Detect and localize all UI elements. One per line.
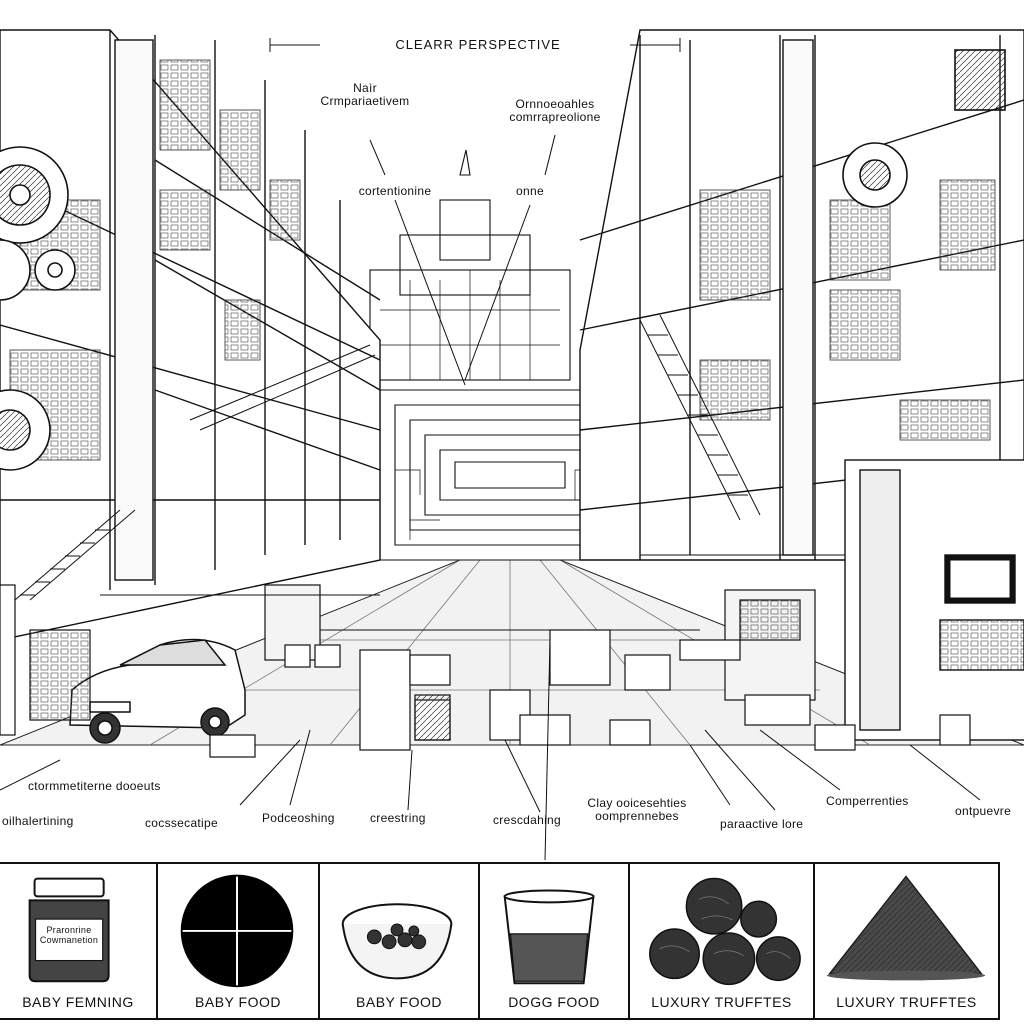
bottom-label-4: Podceoshing — [262, 811, 335, 825]
panel-baby-feeding: Praronrine Cowmanetion BABY FEMNING — [0, 864, 158, 1018]
gear-machinery — [0, 146, 76, 471]
top-label-4: onne — [516, 184, 544, 198]
panel-caption: BABY FEMNING — [22, 994, 134, 1010]
panel-caption: LUXURY TRUFFTES — [836, 994, 977, 1010]
panel-caption: BABY FOOD — [356, 994, 442, 1010]
panel-baby-food-2: BABY FOOD — [320, 864, 480, 1018]
bottom-label-9: Comperrenties — [826, 794, 909, 808]
floor-goods — [0, 584, 971, 758]
bottom-label-3: cocssecatipe — [145, 816, 218, 830]
bottom-label-1: ctormmetiterne dooeuts — [28, 779, 161, 793]
truffle-pyramid-icon — [826, 875, 986, 981]
bottom-label-6: crescdahing — [493, 813, 562, 827]
product-panels: Praronrine Cowmanetion BABY FEMNING BABY… — [0, 862, 1000, 1020]
truffles-icon — [649, 877, 801, 986]
left-shelving — [0, 29, 381, 641]
quartered-circle-icon — [180, 874, 294, 988]
panel-caption: DOGG FOOD — [508, 994, 600, 1010]
panel-luxury-truffles-1: LUXURY TRUFFTES — [630, 864, 815, 1018]
bottom-label-5: creestring — [370, 811, 426, 825]
panel-luxury-truffles-2: LUXURY TRUFFTES — [815, 864, 1000, 1018]
car — [69, 638, 246, 744]
bottom-label-8: paraactive lore — [720, 817, 804, 831]
panel-baby-food-1: BABY FOOD — [158, 864, 320, 1018]
jar-icon — [28, 877, 110, 983]
top-label-3: cortentionine — [358, 184, 432, 198]
jar-label: Praronrine Cowmanetion — [39, 925, 99, 945]
panel-dog-food: DOGG FOOD — [480, 864, 630, 1018]
top-label-2: Ornnoeoahles comrrapreolione — [509, 97, 601, 125]
bottom-label-10: ontpuevre — [955, 804, 1012, 818]
top-label-1: Naìr Crmpariaetivem — [320, 81, 410, 109]
panel-caption: BABY FOOD — [195, 994, 281, 1010]
water-glass-icon — [503, 889, 595, 985]
diagram-title: CLEARR PERSPECTIVE — [395, 37, 561, 52]
bottom-label-7: Clay ooicesehties oomprennebes — [587, 796, 687, 824]
bottom-label-2: oilhalertining — [2, 814, 74, 828]
warehouse-illustration — [0, 29, 1024, 758]
panel-caption: LUXURY TRUFFTES — [651, 994, 792, 1010]
glass-bowl-icon — [341, 903, 453, 980]
